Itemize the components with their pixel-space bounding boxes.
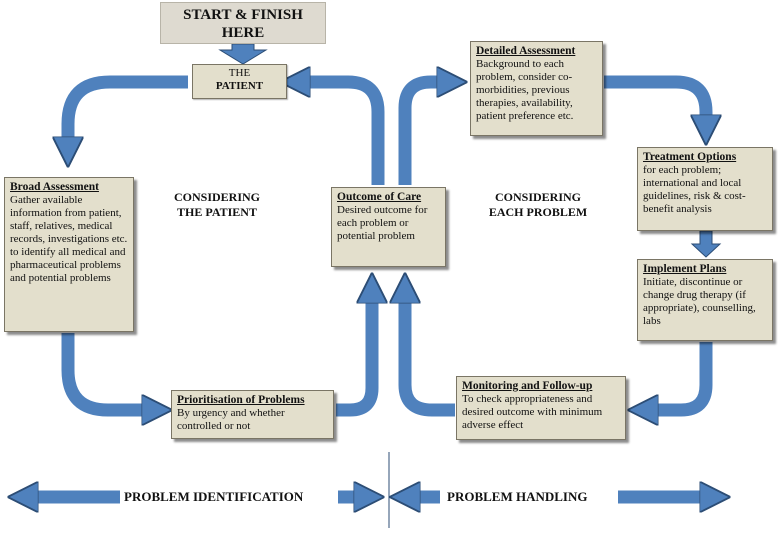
treatment-options-box: Treatment Options for each problem; inte… xyxy=(637,147,773,231)
problem-identification-label: PROBLEM IDENTIFICATION xyxy=(124,489,304,504)
considering-patient-label: CONSIDERING THE PATIENT xyxy=(173,190,260,219)
detailed-assessment-body: Background to each problem, consider co-… xyxy=(476,58,574,122)
patient-label-line2: PATIENT xyxy=(215,80,264,92)
implement-plans-title: Implement Plans xyxy=(643,263,727,275)
arrow-outcome-to-patient xyxy=(292,82,385,185)
detailed-assessment-box: Detailed Assessment Background to each p… xyxy=(470,41,603,136)
arrow-outcome-to-detailed xyxy=(398,82,455,185)
arrow-detailed-to-treatment xyxy=(604,75,706,133)
arrow-start-to-patient xyxy=(218,43,268,65)
implement-plans-box: Implement Plans Initiate, discontinue or… xyxy=(637,259,773,341)
arrow-implement-to-monitoring xyxy=(640,342,713,410)
arrow-broad-to-prioritisation xyxy=(61,333,160,410)
patient-label-line1: THE xyxy=(228,67,251,79)
broad-assessment-box: Broad Assessment Gather available inform… xyxy=(4,177,134,332)
detailed-assessment-title: Detailed Assessment xyxy=(476,45,576,57)
outcome-of-care-box: Outcome of Care Desired outcome for each… xyxy=(331,187,446,267)
monitoring-body: To check appropriateness and desired out… xyxy=(462,393,603,431)
outcome-of-care-title: Outcome of Care xyxy=(337,191,422,203)
treatment-options-title: Treatment Options xyxy=(643,151,737,163)
implement-plans-body: Initiate, discontinue or change drug the… xyxy=(643,276,756,327)
broad-assessment-body: Gather available information from patien… xyxy=(10,194,128,284)
start-finish-box: START & FINISH HERE xyxy=(160,2,326,44)
arrow-treatment-to-implement xyxy=(690,230,722,258)
treatment-options-body: for each problem; international and loca… xyxy=(643,164,746,215)
monitoring-title: Monitoring and Follow-up xyxy=(462,380,593,392)
prioritisation-body: By urgency and whether controlled or not xyxy=(177,407,285,432)
arrow-monitoring-to-outcome xyxy=(405,285,455,417)
arrow-prioritisation-to-outcome xyxy=(336,285,372,417)
monitoring-box: Monitoring and Follow-up To check approp… xyxy=(456,376,626,440)
patient-box: THE PATIENT xyxy=(192,64,287,99)
outcome-of-care-body: Desired outcome for each problem or pote… xyxy=(337,204,428,242)
problem-handling-label: PROBLEM HANDLING xyxy=(447,489,588,504)
arrow-patient-to-broad xyxy=(68,75,188,155)
broad-assessment-title: Broad Assessment xyxy=(10,181,99,193)
considering-problem-label: CONSIDERING EACH PROBLEM xyxy=(488,190,588,219)
prioritisation-title: Prioritisation of Problems xyxy=(177,394,305,406)
prioritisation-box: Prioritisation of Problems By urgency an… xyxy=(171,390,334,439)
start-finish-label: START & FINISH HERE xyxy=(183,7,303,41)
